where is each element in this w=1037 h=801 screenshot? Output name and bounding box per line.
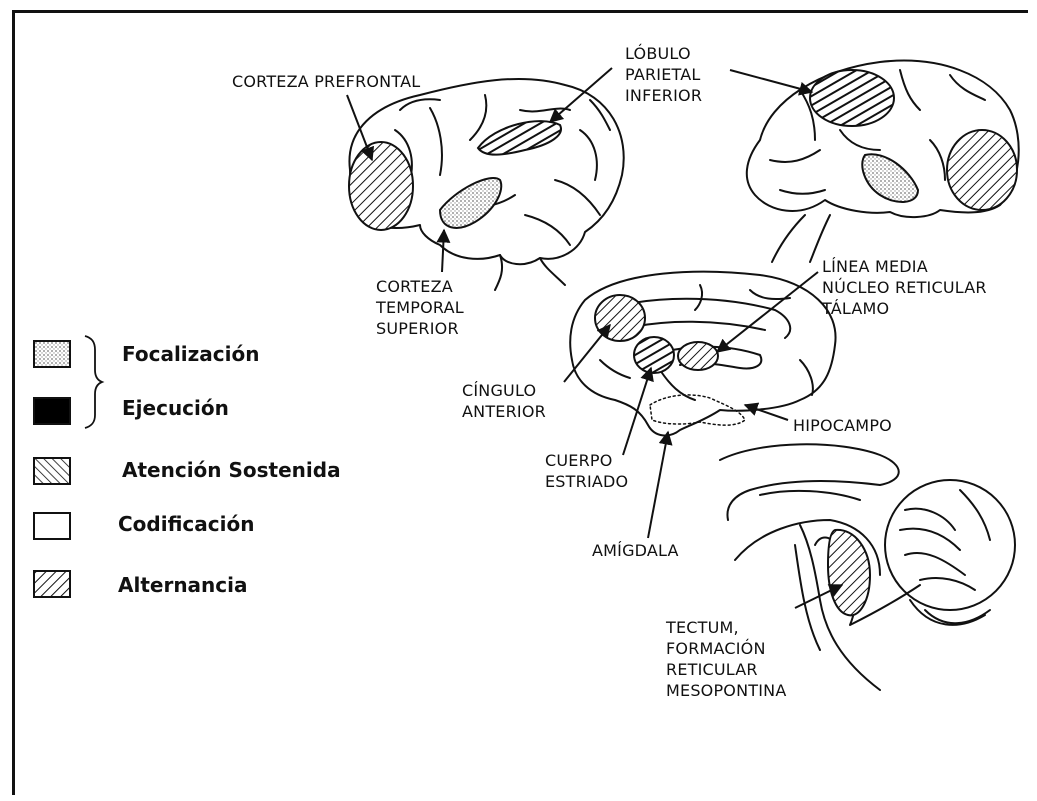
label-hipocampo: HIPOCAMPO [793, 415, 892, 436]
prefrontal-region-medial [947, 130, 1017, 210]
prefrontal-region [349, 142, 413, 230]
parietal-region [478, 121, 561, 154]
label-tectum: TECTUM, FORMACIÓN RETICULAR MESOPONTINA [666, 617, 786, 701]
arrow-parietal [550, 68, 612, 122]
legend-brace [85, 336, 102, 428]
arrow-temporal [442, 230, 444, 272]
legend-swatch-focalizacion [33, 340, 71, 368]
legend-swatch-atencion-sostenida [33, 457, 71, 485]
label-corteza-prefrontal: CORTEZA PREFRONTAL [232, 71, 420, 92]
arrow-parietal-medial [730, 70, 812, 92]
legend-label-focalizacion: Focalización [122, 342, 259, 366]
legend-swatch-alternancia [33, 570, 71, 598]
arrow-amygdala [648, 432, 668, 538]
label-lobulo-parietal: LÓBULO PARIETAL INFERIOR [625, 43, 702, 106]
tectum-region [828, 530, 870, 615]
label-cuerpo-estriado: CUERPO ESTRIADO [545, 450, 628, 492]
legend-label-alternancia: Alternancia [118, 573, 248, 597]
legend-swatch-codificacion [33, 512, 71, 540]
temporal-region-medial [862, 154, 918, 202]
arrow-thalamus [717, 272, 818, 352]
temporal-region [440, 178, 501, 228]
legend-label-ejecucion: Ejecución [122, 396, 229, 420]
label-linea-media: LÍNEA MEDIA NÚCLEO RETICULAR TÁLAMO [822, 256, 987, 319]
label-amigdala: AMÍGDALA [592, 540, 679, 561]
legend-swatch-ejecucion [33, 397, 71, 425]
parietal-region-medial [810, 70, 894, 126]
label-cingulo-anterior: CÍNGULO ANTERIOR [462, 380, 546, 422]
arrow-striatum [623, 368, 651, 455]
arrow-hippocampus [745, 405, 788, 420]
legend-label-atencion-sostenida: Atención Sostenida [122, 458, 341, 482]
legend-label-codificacion: Codificación [118, 512, 254, 536]
striatum-region [634, 337, 674, 373]
thalamus-region [678, 342, 718, 370]
label-corteza-temporal: CORTEZA TEMPORAL SUPERIOR [376, 276, 464, 339]
